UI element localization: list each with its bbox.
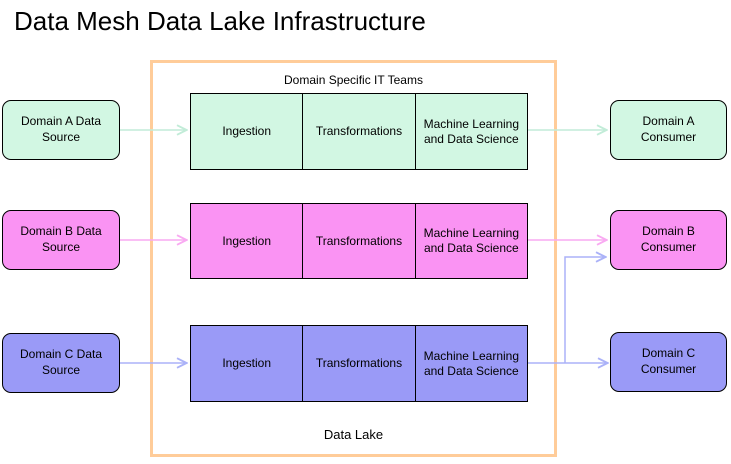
pipeline-row-domain-b: Ingestion Transformations Machine Learni… [190,203,528,279]
node-domain-c-consumer: Domain C Consumer [610,332,727,392]
data-lake-label: Data Lake [323,427,384,442]
node-domain-a-consumer: Domain A Consumer [610,100,727,160]
pipeline-row-domain-a: Ingestion Transformations Machine Learni… [190,93,528,170]
stage-ingestion: Ingestion [190,203,304,279]
stage-ml-data-science: Machine Learning and Data Science [415,203,528,279]
node-domain-a-source: Domain A Data Source [2,100,120,160]
stage-ingestion: Ingestion [190,93,304,170]
stage-transformations: Transformations [303,93,416,170]
stage-transformations: Transformations [303,325,416,402]
container-title: Domain Specific IT Teams [284,73,423,87]
node-domain-b-source: Domain B Data Source [2,210,120,270]
node-domain-c-source: Domain C Data Source [2,333,120,393]
diagram-title: Data Mesh Data Lake Infrastructure [14,6,426,36]
arrow-c-pipeline-to-b-consumer [564,257,605,363]
stage-ml-data-science: Machine Learning and Data Science [415,325,528,402]
data-lake-container: Domain Specific IT Teams Data Lake [150,60,557,457]
stage-transformations: Transformations [303,203,416,279]
stage-ingestion: Ingestion [190,325,304,402]
stage-ml-data-science: Machine Learning and Data Science [415,93,528,170]
pipeline-row-domain-c: Ingestion Transformations Machine Learni… [190,325,528,402]
node-domain-b-consumer: Domain B Consumer [610,210,727,270]
